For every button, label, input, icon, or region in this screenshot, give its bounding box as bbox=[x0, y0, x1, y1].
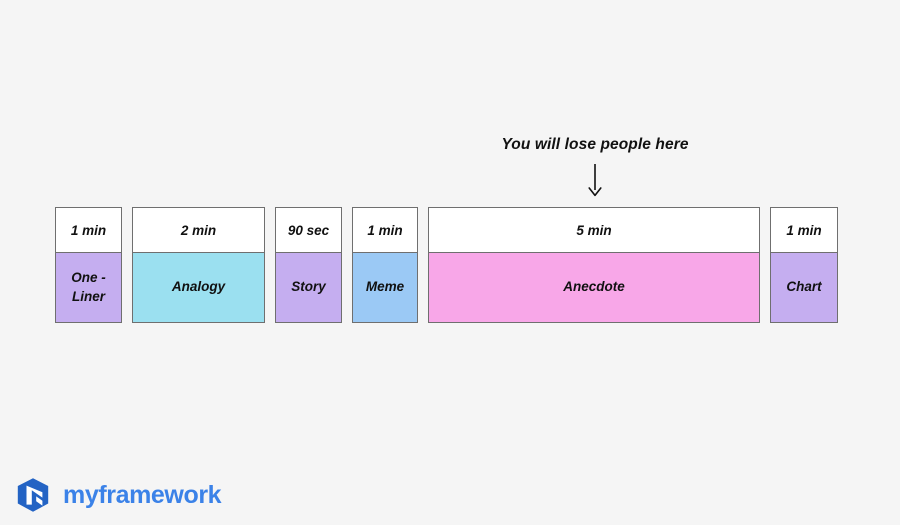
block-duration: 1 min bbox=[770, 207, 838, 253]
block-label: One - Liner bbox=[55, 253, 122, 323]
logo-wordmark: myframework bbox=[63, 480, 222, 509]
block-duration: 5 min bbox=[428, 207, 760, 253]
block-label: Analogy bbox=[132, 253, 265, 323]
block-label: Story bbox=[275, 253, 342, 323]
arrow-down-icon bbox=[455, 163, 735, 197]
cube-logo-icon bbox=[16, 477, 50, 513]
block-duration: 1 min bbox=[352, 207, 418, 253]
annotation-callout: You will lose people here bbox=[455, 136, 735, 197]
annotation-text: You will lose people here bbox=[501, 136, 689, 153]
block-duration: 2 min bbox=[132, 207, 265, 253]
block-label: Anecdote bbox=[428, 253, 760, 323]
block-label: Meme bbox=[352, 253, 418, 323]
brand-logo: myframework bbox=[16, 477, 222, 513]
block-label: Chart bbox=[770, 253, 838, 323]
block-duration: 90 sec bbox=[275, 207, 342, 253]
block-duration: 1 min bbox=[55, 207, 122, 253]
